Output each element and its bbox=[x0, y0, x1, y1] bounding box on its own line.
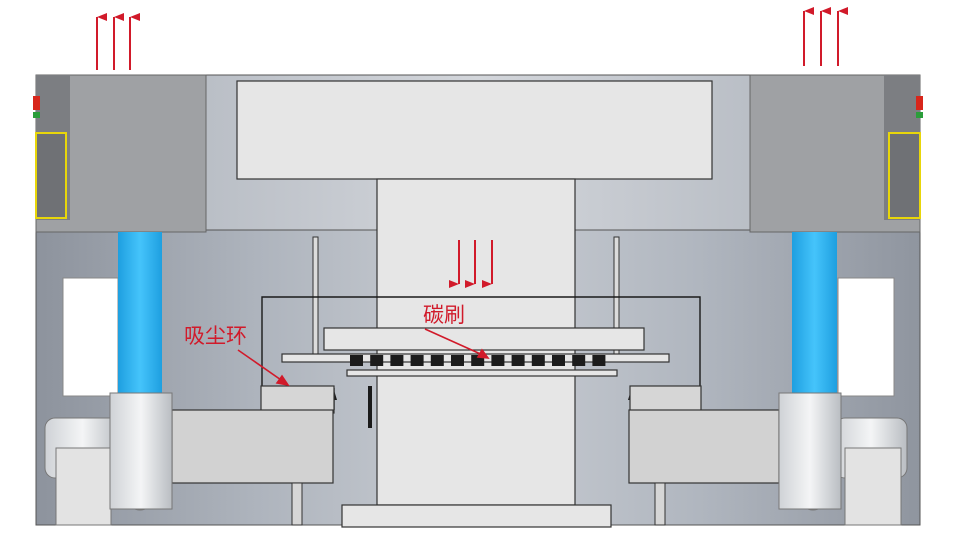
right-vacuum-box bbox=[628, 409, 780, 484]
dust-ring-label: 吸尘环 bbox=[184, 324, 247, 348]
center-intake-arrows bbox=[449, 240, 493, 288]
carbon-brush-leader bbox=[424, 328, 486, 357]
right-green-indicator bbox=[916, 112, 923, 118]
left-guide-rod bbox=[312, 236, 319, 355]
brush-lower-plate bbox=[346, 369, 618, 377]
upper-press-plate bbox=[236, 80, 713, 180]
left-red-indicator bbox=[33, 96, 40, 110]
left-exhaust-housing bbox=[33, 74, 207, 233]
right-exhaust-housing bbox=[749, 74, 923, 233]
carbon-brush-label: 碳刷 bbox=[423, 303, 465, 327]
carbon-brush-block bbox=[451, 355, 464, 366]
right-leg bbox=[654, 482, 666, 526]
carbon-brush-block bbox=[552, 355, 565, 366]
carbon-brush-block bbox=[471, 355, 485, 366]
right-exhaust-arrows bbox=[803, 7, 848, 66]
right-dust-ring bbox=[629, 385, 702, 414]
left-window bbox=[62, 277, 119, 397]
left-leg bbox=[291, 482, 303, 526]
carbon-brush-array bbox=[350, 355, 606, 366]
left-green-indicator bbox=[33, 112, 40, 118]
bottom-base-plate bbox=[341, 504, 612, 528]
left-blower bbox=[44, 392, 173, 526]
carbon-brush-leader-head bbox=[476, 348, 490, 359]
dust-ring-leader bbox=[237, 349, 285, 383]
carbon-brush-block bbox=[410, 355, 424, 366]
right-red-indicator bbox=[916, 96, 923, 110]
brush-carrier-plate bbox=[323, 327, 645, 351]
carbon-brush-block bbox=[592, 355, 606, 366]
right-window bbox=[837, 277, 895, 397]
left-dust-ring bbox=[260, 385, 335, 414]
dust-ring-leader-head bbox=[275, 374, 290, 387]
left-air-duct bbox=[118, 232, 162, 396]
right-air-duct bbox=[792, 232, 837, 396]
carbon-brush-block bbox=[491, 355, 505, 366]
carbon-brush-block bbox=[511, 355, 525, 366]
carbon-brush-block bbox=[430, 355, 444, 366]
carbon-brush-block bbox=[390, 355, 404, 366]
carbon-brush-block bbox=[572, 355, 586, 366]
left-vacuum-box bbox=[171, 409, 334, 484]
right-blower bbox=[778, 392, 908, 526]
left-sensor-post bbox=[368, 386, 372, 428]
carbon-brush-block bbox=[531, 355, 545, 366]
left-exhaust-arrows bbox=[96, 13, 140, 70]
airflow-loop-outer bbox=[261, 296, 701, 410]
right-yellow-bracket bbox=[888, 132, 921, 219]
left-yellow-bracket bbox=[35, 132, 67, 219]
carbon-brush-block bbox=[370, 355, 384, 366]
carbon-brush-block bbox=[350, 355, 363, 366]
